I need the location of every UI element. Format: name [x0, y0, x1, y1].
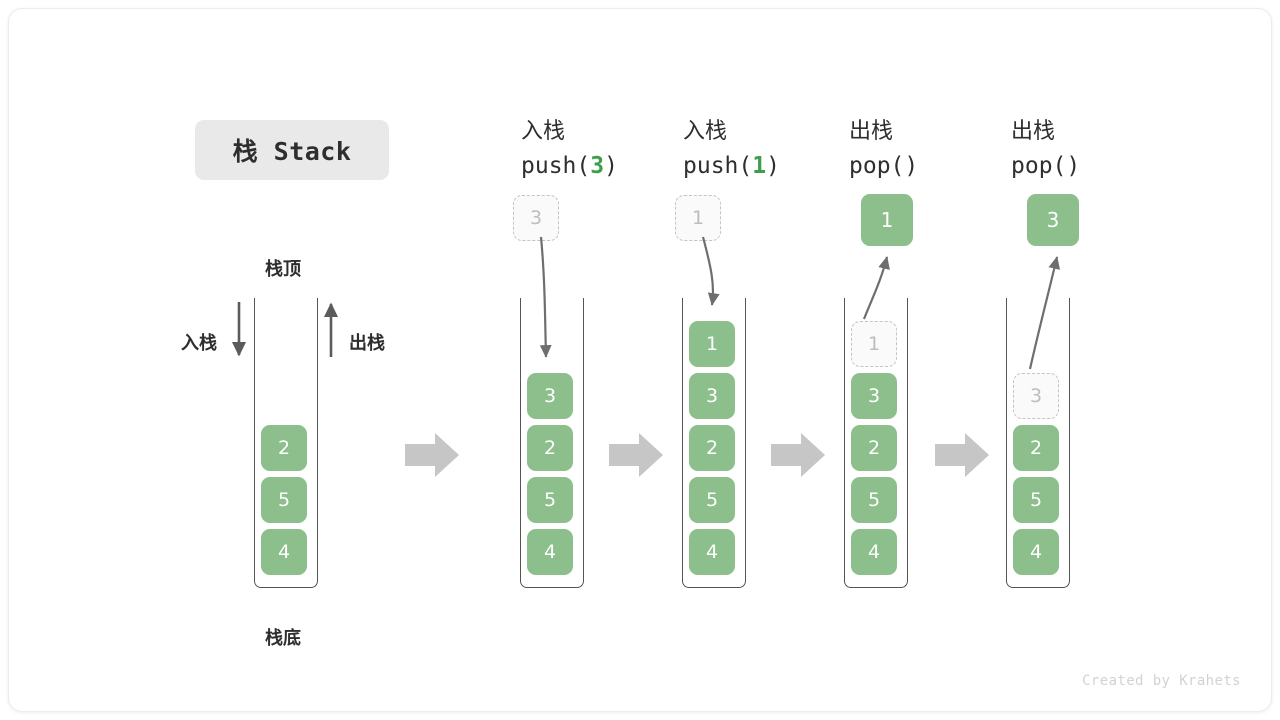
stack-cell: 4 [527, 529, 573, 575]
pop-direction-label: 出栈 [349, 333, 385, 354]
column-header-cn-pop-1: 出栈 [849, 119, 894, 144]
footer-credit: Created by Krahets [1082, 673, 1241, 689]
column-header-push-1: 入栈 push(1) [683, 115, 883, 183]
stack-cell: 2 [689, 425, 735, 471]
column-header-code-pop-3: pop() [1011, 149, 1211, 183]
stack-cell: 5 [689, 477, 735, 523]
code-suffix: ) [904, 153, 919, 179]
stack-container-pop-3 [1006, 298, 1070, 588]
stack-container-push-3 [520, 298, 584, 588]
column-header-push-3: 入栈 push(3) [521, 115, 721, 183]
stack-container-initial [254, 298, 318, 588]
popped-ghost-cell: 1 [851, 321, 897, 367]
step-arrow-icon [935, 433, 989, 477]
column-header-cn-push-1: 入栈 [683, 119, 728, 144]
popped-value-cell: 1 [861, 194, 913, 246]
stack-cell: 5 [851, 477, 897, 523]
stack-cell: 3 [689, 373, 735, 419]
stack-cell: 2 [1013, 425, 1059, 471]
stack-cell: 3 [851, 373, 897, 419]
column-header-pop-1: 出栈 pop() [849, 115, 1049, 183]
column-header-code-push-1: push(1) [683, 149, 883, 183]
stack-cell: 2 [261, 425, 307, 471]
stack-cell: 5 [527, 477, 573, 523]
code-suffix: ) [1066, 153, 1081, 179]
stack-title-text: 栈 Stack [232, 137, 352, 166]
step-arrow-icon [609, 433, 663, 477]
code-prefix: pop( [849, 153, 905, 179]
column-header-cn-pop-3: 出栈 [1011, 119, 1056, 144]
code-argument: 1 [752, 153, 767, 179]
stack-container-push-1 [682, 298, 746, 588]
stack-cell: 1 [689, 321, 735, 367]
column-header-cn-push-3: 入栈 [521, 119, 566, 144]
column-header-code-push-3: push(3) [521, 149, 721, 183]
popped-value-cell: 3 [1027, 194, 1079, 246]
code-argument: 3 [590, 153, 605, 179]
push-direction-label: 入栈 [181, 333, 217, 354]
stack-cell: 2 [527, 425, 573, 471]
stack-bottom-label: 栈底 [265, 628, 301, 649]
popped-ghost-cell: 3 [1013, 373, 1059, 419]
stack-cell: 4 [689, 529, 735, 575]
stack-cell: 5 [261, 477, 307, 523]
stack-cell: 5 [1013, 477, 1059, 523]
stack-top-label: 栈顶 [265, 259, 301, 280]
code-prefix: push( [521, 153, 591, 179]
code-prefix: push( [683, 153, 753, 179]
push-flow-arrow-icon [701, 236, 720, 306]
code-suffix: ) [766, 153, 780, 179]
code-suffix: ) [604, 153, 618, 179]
step-arrow-icon [405, 433, 459, 477]
diagram-canvas: 栈 Stack 栈顶 栈底 入栈 出栈 入栈 push(3) 入栈 push(1… [8, 8, 1272, 712]
stack-cell: 2 [851, 425, 897, 471]
stack-cell: 4 [851, 529, 897, 575]
stack-cell: 3 [527, 373, 573, 419]
step-arrow-icon [771, 433, 825, 477]
stack-cell: 4 [1013, 529, 1059, 575]
push-source-ghost-cell: 3 [513, 195, 559, 241]
code-prefix: pop( [1011, 153, 1067, 179]
stack-container-pop-1 [844, 298, 908, 588]
column-header-code-pop-1: pop() [849, 149, 1049, 183]
push-source-ghost-cell: 1 [675, 195, 721, 241]
stack-cell: 4 [261, 529, 307, 575]
column-header-pop-3: 出栈 pop() [1011, 115, 1211, 183]
stack-title-badge: 栈 Stack [195, 120, 389, 180]
